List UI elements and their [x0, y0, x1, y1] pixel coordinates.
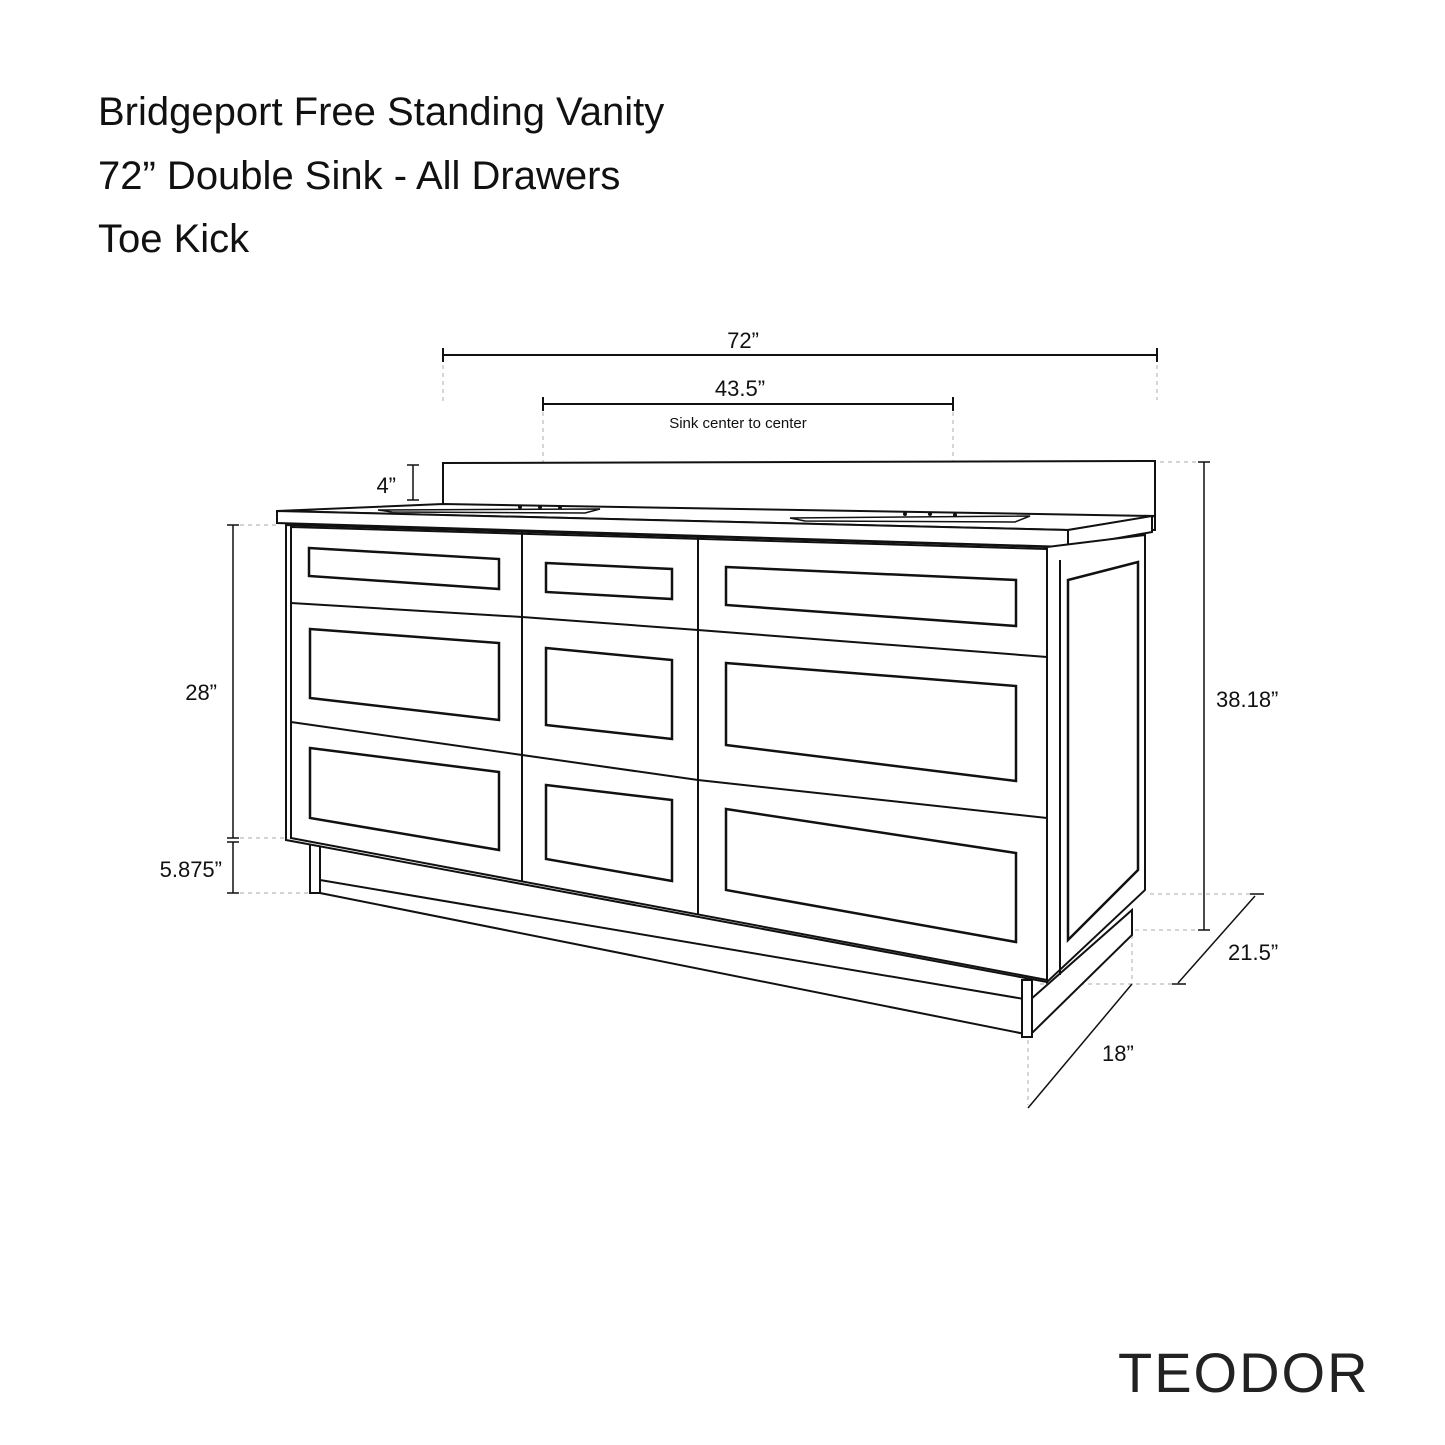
top-depth-dimension: 21.5” — [1040, 893, 1278, 985]
total-height-label: 38.18” — [1216, 687, 1278, 712]
product-subtitle: 72” Double Sink - All Drawers — [98, 154, 621, 198]
product-variant: Toe Kick — [98, 217, 250, 261]
drawer[interactable] — [308, 746, 501, 852]
cabinet-height-dimension: 28” 5.875” — [160, 524, 308, 894]
product-title: Bridgeport Free Standing Vanity — [98, 90, 665, 134]
drawer[interactable] — [724, 661, 1018, 783]
backsplash-dimension: 4” — [376, 464, 419, 501]
cabinet-depth-dimension: 18” — [1027, 935, 1134, 1109]
right-leg — [1021, 979, 1033, 1038]
drawer[interactable] — [544, 783, 674, 883]
cabinet-depth-label: 18” — [1102, 1041, 1134, 1066]
countertop-side — [1067, 514, 1153, 549]
cabinet-height-label: 28” — [185, 680, 217, 705]
width-dimension: 72” — [442, 328, 1158, 402]
side-panel — [1066, 560, 1140, 944]
left-leg — [309, 839, 321, 894]
drawer[interactable] — [724, 565, 1018, 628]
drawer[interactable] — [724, 807, 1018, 944]
drawer[interactable] — [544, 561, 674, 601]
top-depth-label: 21.5” — [1228, 940, 1278, 965]
left-sink — [377, 508, 601, 514]
drawers — [307, 546, 1018, 944]
drawer[interactable] — [308, 627, 501, 722]
sink-spacing-label: 43.5” — [715, 376, 765, 401]
sink-spacing-note: Sink center to center — [669, 415, 807, 432]
toe-kick-height-label: 5.875” — [160, 857, 222, 882]
backsplash-label: 4” — [376, 473, 396, 498]
brand-logo: TEODOR — [1118, 1341, 1370, 1404]
drawer[interactable] — [307, 546, 501, 591]
right-sink — [789, 515, 1031, 523]
total-height-dimension: 38.18” — [1135, 461, 1278, 931]
width-label: 72” — [727, 328, 759, 353]
drawer[interactable] — [544, 646, 674, 741]
